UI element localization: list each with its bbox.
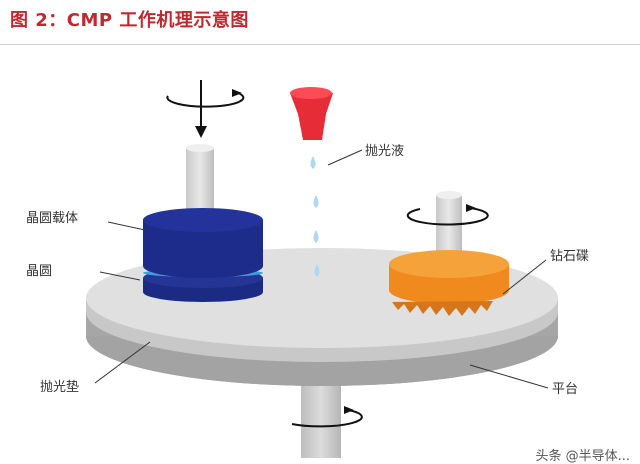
watermark: 头条 @半导体... xyxy=(535,449,630,464)
carrier-down-force-arrow xyxy=(195,80,207,138)
figure-title: 图 2：CMP 工作机理示意图 xyxy=(10,10,249,31)
label-diamond-disk: 钻石碟 xyxy=(550,249,589,264)
diamond-disk-assembly xyxy=(389,191,509,316)
slurry-droplets xyxy=(310,156,320,277)
leader-lines xyxy=(94,149,549,389)
wafer-carrier-assembly xyxy=(143,144,263,302)
label-polishing-slurry: 抛光液 xyxy=(365,144,404,159)
label-wafer: 晶圆 xyxy=(26,264,52,279)
disk-rotation-arrow xyxy=(406,204,489,226)
carrier-rotation-arrow xyxy=(166,89,245,108)
label-platen: 平台 xyxy=(552,382,578,397)
label-polishing-pad: 抛光垫 xyxy=(40,379,79,395)
platen-rotation-arrow xyxy=(291,406,363,428)
slurry-nozzle xyxy=(290,87,333,140)
label-wafer-carrier: 晶圆载体 xyxy=(26,211,78,226)
title-divider xyxy=(0,44,640,45)
